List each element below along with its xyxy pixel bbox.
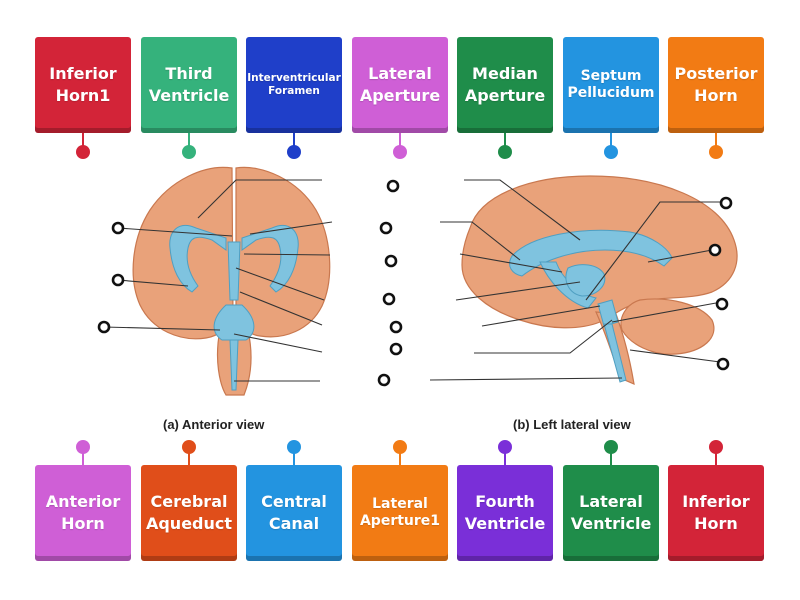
anterior-leader-lines: [103, 179, 333, 382]
bottom-tile-connector-dot[interactable]: [182, 440, 196, 454]
target-circle[interactable]: [377, 373, 391, 387]
tile-label: Interventricular Foramen: [247, 72, 341, 97]
top-tile-connector-stem: [504, 133, 506, 147]
caption-lateral-view: (b) Left lateral view: [513, 417, 632, 432]
target-circle[interactable]: [111, 221, 125, 235]
top-tile-connector-dot[interactable]: [604, 145, 618, 159]
tile-label: Median Aperture: [464, 64, 546, 105]
tile-label: Lateral Aperture: [359, 64, 441, 105]
anterior-view-brain: [132, 166, 331, 396]
target-circle[interactable]: [719, 196, 733, 210]
anterior-central-canal: [229, 339, 239, 391]
bottom-tile-tile[interactable]: Inferior Horn: [668, 465, 764, 561]
tile-label: Septum Pellucidum: [567, 68, 655, 101]
target-circle[interactable]: [379, 221, 393, 235]
tile-label: Anterior Horn: [45, 492, 121, 533]
top-tile-connector-dot[interactable]: [76, 145, 90, 159]
target-circle[interactable]: [382, 292, 396, 306]
target-circle[interactable]: [389, 342, 403, 356]
tile-label: Third Ventricle: [148, 64, 230, 105]
bottom-tile-connector-dot[interactable]: [76, 440, 90, 454]
bottom-tile-tile[interactable]: Central Canal: [246, 465, 342, 561]
bottom-tile-connector-stem: [399, 452, 401, 466]
bottom-tile-connector-dot[interactable]: [709, 440, 723, 454]
top-tile-tile[interactable]: Inferior Horn1: [35, 37, 131, 133]
top-tile-connector-stem: [82, 133, 84, 147]
anterior-fourth-ventricle: [213, 304, 255, 341]
bottom-tile-connector-dot[interactable]: [287, 440, 301, 454]
lateral-view-brain: [461, 175, 738, 385]
top-tile-tile[interactable]: Septum Pellucidum: [563, 37, 659, 133]
answer-targets: [97, 179, 733, 387]
tile-label: Fourth Ventricle: [464, 492, 546, 533]
tile-label: Inferior Horn: [682, 492, 750, 533]
bottom-tile-connector-stem: [82, 452, 84, 466]
target-circle[interactable]: [384, 254, 398, 268]
bottom-tile-tile[interactable]: Cerebral Aqueduct: [141, 465, 237, 561]
caption-anterior-view: (a) Anterior view: [163, 417, 265, 432]
lateral-fourth-ventricle: [597, 299, 619, 327]
bottom-tile-connector-stem: [610, 452, 612, 466]
bottom-tile-connector-stem: [293, 452, 295, 466]
top-tile-connector-dot[interactable]: [393, 145, 407, 159]
tile-label: Cerebral Aqueduct: [145, 492, 233, 533]
bottom-tile-connector-stem: [715, 452, 717, 466]
bottom-tile-tile[interactable]: Lateral Ventricle: [563, 465, 659, 561]
top-tile-connector-stem: [399, 133, 401, 147]
lateral-leader-lines: [429, 179, 722, 381]
target-circle[interactable]: [386, 179, 400, 193]
lateral-brain-cerebellum: [620, 298, 715, 355]
bottom-tile-tile[interactable]: Fourth Ventricle: [457, 465, 553, 561]
target-circle[interactable]: [111, 273, 125, 287]
lateral-central-canal: [603, 323, 627, 383]
target-circle[interactable]: [97, 320, 111, 334]
top-tile-connector-dot[interactable]: [709, 145, 723, 159]
top-tile-tile[interactable]: Median Aperture: [457, 37, 553, 133]
bottom-tile-connector-dot[interactable]: [604, 440, 618, 454]
top-tile-connector-stem: [293, 133, 295, 147]
lateral-brain-cerebrum: [461, 175, 738, 329]
top-tile-connector-dot[interactable]: [287, 145, 301, 159]
top-tile-tile[interactable]: Interventricular Foramen: [246, 37, 342, 133]
tile-label: Posterior Horn: [674, 64, 758, 105]
tile-label: Inferior Horn1: [49, 64, 117, 105]
tile-label: Central Canal: [261, 492, 327, 533]
top-tile-tile[interactable]: Posterior Horn: [668, 37, 764, 133]
bottom-tile-connector-stem: [504, 452, 506, 466]
bottom-tile-connector-stem: [188, 452, 190, 466]
target-circle[interactable]: [708, 243, 722, 257]
lateral-ventricle-body: [509, 229, 673, 277]
top-tile-connector-stem: [188, 133, 190, 147]
top-tile-tile[interactable]: Lateral Aperture: [352, 37, 448, 133]
anterior-third-ventricle: [227, 241, 241, 301]
tile-label: Lateral Ventricle: [570, 492, 652, 533]
tile-label: Lateral Aperture1: [359, 496, 441, 529]
bottom-tile-connector-dot[interactable]: [498, 440, 512, 454]
top-tile-connector-dot[interactable]: [182, 145, 196, 159]
target-circle[interactable]: [716, 357, 730, 371]
bottom-tile-tile[interactable]: Anterior Horn: [35, 465, 131, 561]
top-tile-connector-stem: [715, 133, 717, 147]
target-circle[interactable]: [389, 320, 403, 334]
bottom-tile-connector-dot[interactable]: [393, 440, 407, 454]
top-tile-tile[interactable]: Third Ventricle: [141, 37, 237, 133]
top-tile-connector-dot[interactable]: [498, 145, 512, 159]
target-circle[interactable]: [715, 297, 729, 311]
bottom-tile-tile[interactable]: Lateral Aperture1: [352, 465, 448, 561]
top-tile-connector-stem: [610, 133, 612, 147]
